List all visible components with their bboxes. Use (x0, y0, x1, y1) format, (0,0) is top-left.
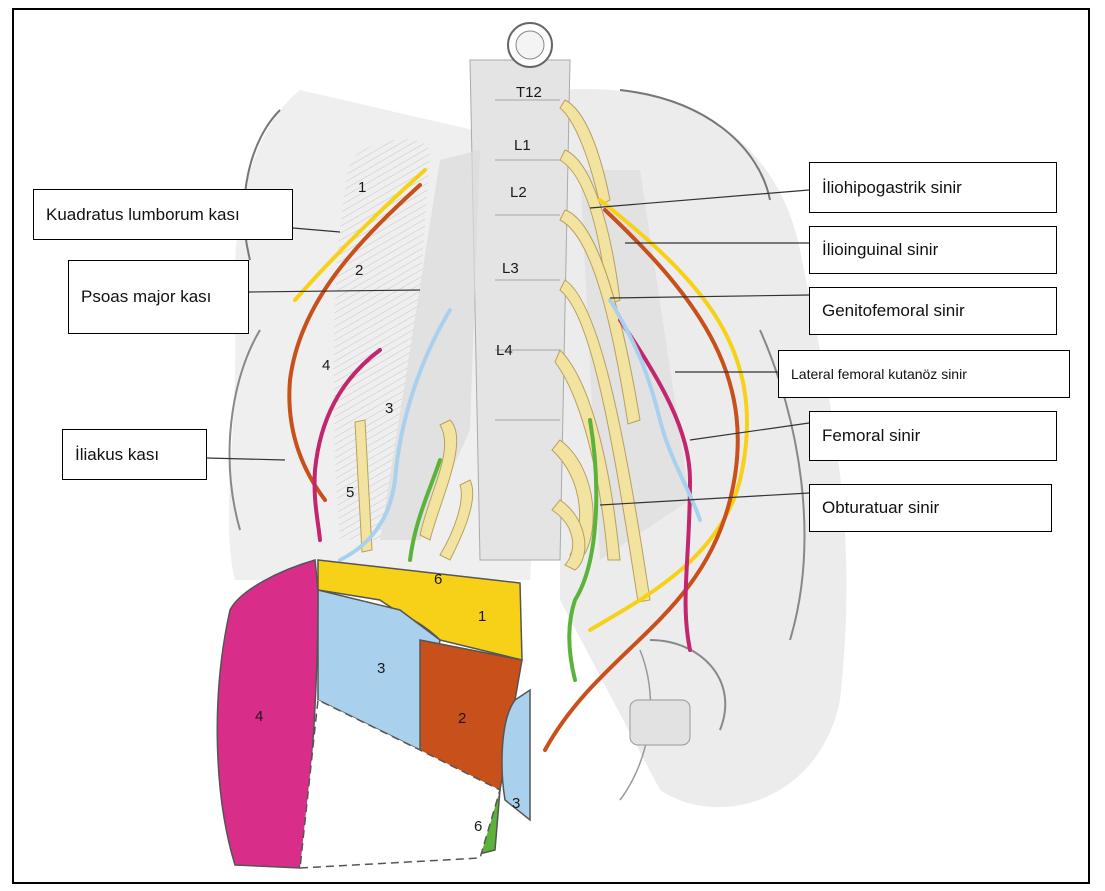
label-lateral-femoral-cutaneous: Lateral femoral kutanöz sinir (778, 350, 1070, 398)
region-label-3b: 3 (512, 795, 520, 812)
label-iliohypogastric: İliohipogastrik sinir (809, 162, 1057, 213)
label-femoral: Femoral sinir (809, 411, 1057, 461)
region-4-area (217, 560, 318, 868)
label-quadratus-lumborum: Kuadratus lumborum kası (33, 189, 293, 240)
label-obturator: Obturatuar sinir (809, 484, 1052, 532)
vertebra-t12: T12 (516, 84, 542, 101)
region-label-2: 2 (458, 710, 466, 727)
number-4: 4 (322, 357, 330, 374)
number-3: 3 (385, 400, 393, 417)
dermatome-map (217, 560, 530, 868)
vertebra-l3: L3 (502, 260, 519, 277)
label-ilioinguinal: İlioinguinal sinir (809, 226, 1057, 274)
vertebra-l2: L2 (510, 184, 527, 201)
number-1: 1 (358, 179, 366, 196)
label-psoas-major: Psoas major kası (68, 260, 249, 334)
label-genitofemoral: Genitofemoral sinir (809, 287, 1057, 335)
spinal-column (470, 23, 570, 560)
number-2: 2 (355, 262, 363, 279)
region-label-4: 4 (255, 708, 263, 725)
number-5: 5 (346, 484, 354, 501)
region-label-1: 1 (478, 608, 486, 625)
region-label-6: 6 (474, 818, 482, 835)
vertebra-l4: L4 (496, 342, 513, 359)
number-6: 6 (434, 571, 442, 588)
label-iliacus: İliakus kası (62, 429, 207, 480)
vertebra-l1: L1 (514, 137, 531, 154)
region-label-3: 3 (377, 660, 385, 677)
